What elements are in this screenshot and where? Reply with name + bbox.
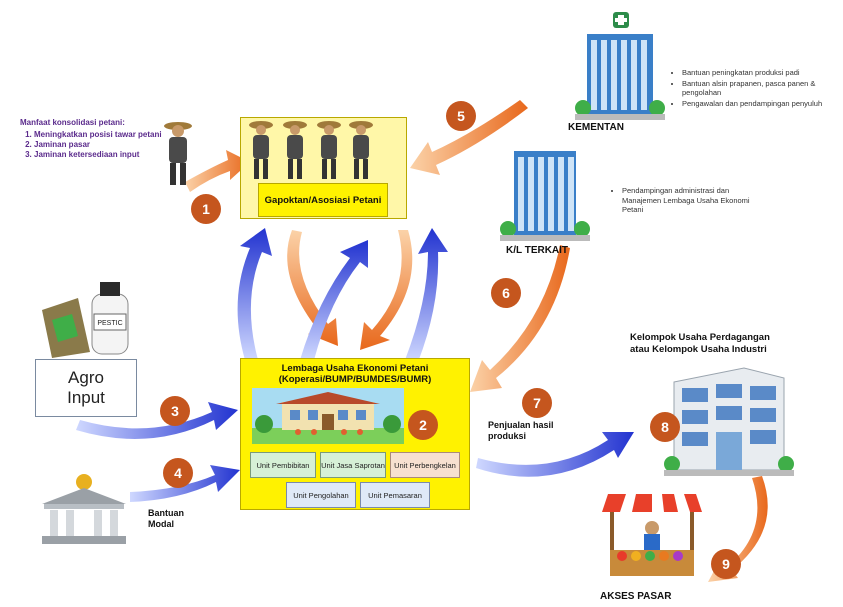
arrow-kementan-to-gapoktan — [410, 100, 528, 175]
kelompok-label: Kelompok Usaha Perdagangan atau Kelompok… — [630, 332, 770, 356]
kl-label: K/L TERKAIT — [506, 245, 569, 256]
unit-pengolahan: Unit Pengolahan — [286, 482, 356, 508]
bottle-label: PESTIC — [97, 320, 122, 327]
gapoktan-label-box: Gapoktan/Asosiasi Petani — [258, 183, 388, 217]
benefit-item: Jaminan pasar — [34, 140, 165, 150]
arrow-agro-to-lembaga — [76, 402, 238, 439]
kl-building-icon — [500, 151, 590, 241]
benefits-list: Meningkatkan posisi tawar petani Jaminan… — [20, 130, 165, 160]
bantuan-modal-label: Bantuan Modal — [148, 508, 184, 529]
unit-perbengkelan-label: Unit Perbengkelan — [394, 460, 456, 470]
unit-pembibitan: Unit Pembibitan — [250, 452, 316, 478]
arrow-modal-to-lembaga — [130, 465, 240, 502]
step-badge-1: 1 — [191, 194, 221, 224]
arrow-gapoktan-to-lembaga-left — [287, 230, 338, 346]
unit-perbengkelan: Unit Perbengkelan — [390, 452, 460, 478]
step-badge-2: 2 — [408, 410, 438, 440]
unit-pemasaran-label: Unit Pemasaran — [368, 490, 422, 500]
kl-bullet: Pendampingan administrasi dan Manajemen … — [622, 186, 762, 215]
step-badge-9: 9 — [711, 549, 741, 579]
kelompok-line2: atau Kelompok Usaha Industri — [630, 344, 767, 355]
lembaga-subtitle: (Koperasi/BUMP/BUMDES/BUMR) — [278, 374, 432, 385]
agro-input-line2: Input — [67, 388, 105, 407]
agro-input-line1: Agro — [68, 368, 104, 387]
step-badge-5: 5 — [446, 101, 476, 131]
benefits-heading: Manfaat konsolidasi petani: — [20, 118, 125, 127]
lembaga-office-illustration — [252, 388, 404, 444]
kelompok-building-icon — [664, 367, 794, 476]
akses-pasar-label: AKSES PASAR — [600, 591, 672, 602]
agro-input-box: Agro Input — [35, 359, 137, 417]
kementan-building-icon — [575, 12, 665, 120]
arrow-gapoktan-to-lembaga-right — [360, 230, 413, 350]
arrow-farmer-to-gapoktan — [185, 150, 250, 192]
arrow-lembaga-to-kelompok — [476, 432, 634, 477]
unit-pengolahan-label: Unit Pengolahan — [293, 490, 349, 500]
farmer-icon — [164, 122, 192, 185]
benefits-note: Manfaat konsolidasi petani: Meningkatkan… — [20, 118, 165, 160]
arrow-kl-to-lembaga — [470, 245, 570, 392]
step-badge-8: 8 — [650, 412, 680, 442]
benefit-item: Meningkatkan posisi tawar petani — [34, 130, 165, 140]
market-stall-icon — [602, 494, 702, 576]
bank-icon — [42, 474, 126, 544]
step-badge-3: 3 — [160, 396, 190, 426]
gapoktan-label: Gapoktan/Asosiasi Petani — [264, 194, 382, 206]
step-badge-4: 4 — [163, 458, 193, 488]
unit-pembibitan-label: Unit Pembibitan — [256, 460, 310, 470]
kementan-bullet: Pengawalan dan pendampingan penyuluh — [682, 99, 842, 109]
kelompok-line1: Kelompok Usaha Perdagangan — [630, 332, 770, 343]
agro-products-icon: PESTIC — [42, 282, 129, 358]
farmers-group-icon — [249, 121, 373, 179]
unit-jasa-saprotan-label: Unit Jasa Saprotan — [321, 460, 385, 470]
kementan-bullet: Bantuan peningkatan produksi padi — [682, 68, 842, 78]
arrow-lembaga-to-gapoktan-mid — [300, 240, 368, 360]
kementan-label: KEMENTAN — [568, 122, 624, 133]
step-badge-6: 6 — [491, 278, 521, 308]
penjualan-label: Penjualan hasil produksi — [488, 420, 554, 441]
arrow-lembaga-to-gapoktan-left — [237, 228, 272, 360]
kementan-bullet: Bantuan alsin prapanen, pasca panen & pe… — [682, 79, 842, 98]
unit-jasa-saprotan: Unit Jasa Saprotan — [320, 452, 386, 478]
arrow-lembaga-to-gapoktan-right — [405, 228, 448, 362]
lembaga-title: Lembaga Usaha Ekonomi Petani — [281, 363, 429, 374]
kl-bullets: Pendampingan administrasi dan Manajemen … — [612, 186, 762, 216]
step-badge-7: 7 — [522, 388, 552, 418]
benefit-item: Jaminan ketersediaan input — [34, 150, 165, 160]
kementan-bullets: Bantuan peningkatan produksi padi Bantua… — [672, 68, 842, 109]
unit-pemasaran: Unit Pemasaran — [360, 482, 430, 508]
